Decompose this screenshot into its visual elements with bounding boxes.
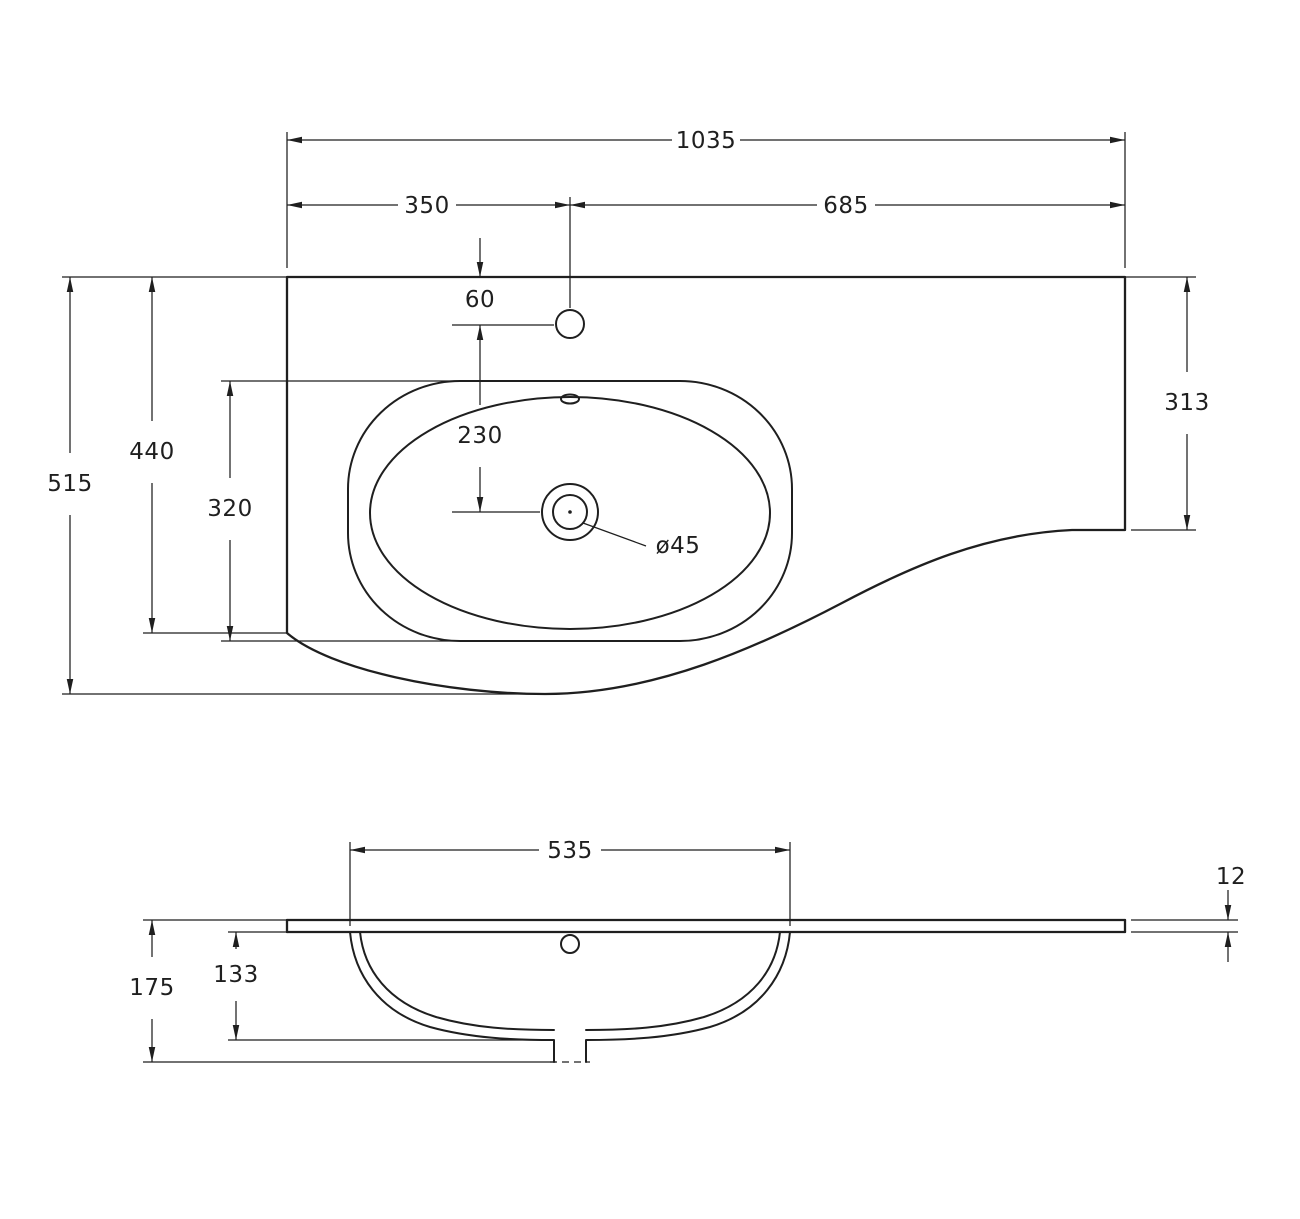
dim-left-span: 350 [287, 193, 570, 219]
bowl-inner-profile-right [585, 931, 781, 1031]
dim-overall-width-label: 1035 [676, 128, 737, 154]
dim-slab-thickness: 12 [1216, 864, 1246, 962]
top-view-extension-lines [62, 132, 1196, 695]
dim-basin-width: 535 [350, 838, 790, 864]
dim-faucet-to-drain-label: 230 [457, 423, 502, 449]
bowl-outer-profile [349, 931, 555, 1063]
drain-center-mark [568, 510, 572, 514]
dim-faucet-offset-label: 60 [465, 287, 495, 313]
dim-basin-width-label: 535 [547, 838, 592, 864]
drain-diameter-callout: ø45 [582, 522, 701, 559]
dim-right-span-label: 685 [823, 193, 868, 219]
drain-flange [541, 483, 599, 541]
dim-basin-depth-label: 320 [207, 496, 252, 522]
front-view-extension-lines [143, 842, 1238, 1063]
dim-overall-width: 1035 [287, 128, 1125, 154]
dim-right-depth: 313 [1164, 277, 1209, 530]
basin-rim-outline [347, 380, 793, 642]
dim-slab-thickness-label: 12 [1216, 864, 1246, 890]
basin-bowl-outline [369, 396, 771, 630]
dim-left-span-label: 350 [404, 193, 449, 219]
overflow-hole [560, 393, 580, 405]
dim-basin-depth: 320 [207, 381, 252, 641]
top-view: 1035 350 685 60 230 320 [47, 128, 1209, 696]
front-faucet-hole [560, 934, 580, 954]
countertop-outline [285, 275, 1127, 696]
drain-hole [552, 494, 588, 530]
dim-faucet-offset: 60 [465, 238, 495, 313]
bowl-inner-profile [359, 931, 555, 1031]
dim-overall-height: 175 [129, 920, 174, 1062]
drain-diameter-label: ø45 [656, 533, 701, 559]
dim-bowl-depth: 133 [213, 932, 258, 1040]
dim-overall-height-label: 175 [129, 975, 174, 1001]
dim-right-depth-label: 313 [1164, 390, 1209, 416]
dim-overall-depth: 515 [47, 277, 92, 694]
faucet-hole [555, 309, 585, 339]
front-view: 535 12 175 133 [129, 838, 1246, 1063]
dim-left-edge-depth: 440 [129, 277, 174, 633]
bowl-outer-profile-right [585, 931, 791, 1063]
dim-right-span: 685 [570, 193, 1125, 219]
dim-overall-depth-label: 515 [47, 471, 92, 497]
dim-bowl-depth-label: 133 [213, 962, 258, 988]
slab-outline [285, 918, 1127, 934]
dim-faucet-to-drain: 230 [457, 325, 502, 512]
dim-left-edge-depth-label: 440 [129, 439, 174, 465]
